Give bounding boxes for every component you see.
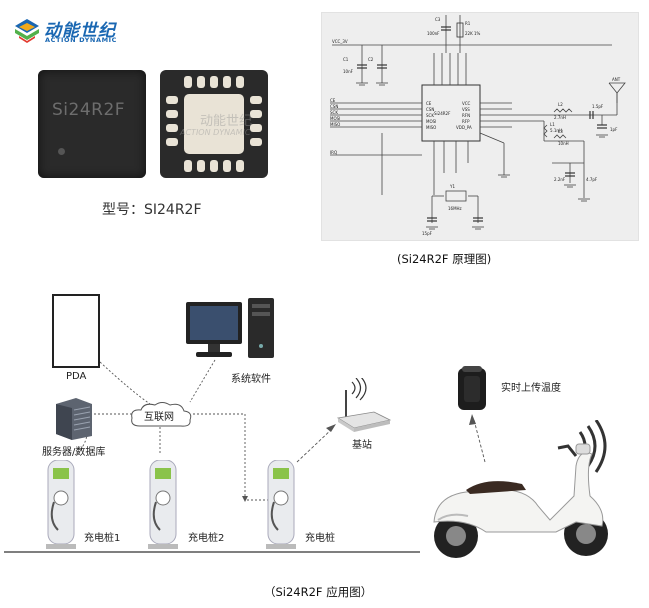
chip-pads-graphic: [166, 76, 262, 172]
sch-val-10nh: 10nH: [558, 141, 569, 146]
sch-val-22k: 22K 1%: [465, 31, 481, 36]
charging-pile-3: [266, 460, 296, 549]
sensor-device-icon: [458, 366, 486, 410]
sch-val-15pf: 1.5pF: [592, 104, 604, 109]
sch-pin-right-0: VCC: [462, 101, 471, 106]
brand-logo-icon: [15, 19, 39, 43]
sch-part-r1: R1: [465, 21, 471, 26]
sch-pin-left-3: MOSI: [426, 119, 436, 124]
chip-model-label: 型号：SI24R2F: [102, 202, 202, 218]
sch-val-100nf: 100nF: [427, 31, 440, 36]
computer-icon: [186, 298, 274, 358]
sch-part-l3: L3: [558, 129, 563, 134]
base-station-label: 基站: [352, 440, 372, 451]
sch-val-47pf: 4.7pF: [586, 177, 598, 182]
sch-part-y1: Y1: [449, 184, 455, 189]
sch-part-c2: C2: [368, 57, 374, 62]
sch-wire-label-1: CSN: [330, 104, 338, 109]
sch-wire-label-2: SCK: [330, 110, 338, 115]
pile2-label: 充电桩2: [188, 533, 225, 544]
schematic-panel: Si24R2F CE CSN SCK MOSI MISO VCC VSS RFN…: [321, 12, 639, 241]
sch-wire-label-4: MISO: [330, 122, 340, 127]
sch-pin-right-1: VSS: [462, 107, 470, 112]
chip-watermark-cn: 动能世纪: [200, 114, 253, 129]
schematic-caption: (Si24R2F 原理图): [397, 252, 492, 266]
ic-label: Si24R2F: [434, 111, 451, 116]
brand-name-en: ACTION DYNAMIC: [45, 36, 118, 44]
chip-bottom-photo: 动能世纪 ACTION DYNAMIC: [160, 70, 268, 178]
pda-label: PDA: [66, 371, 87, 382]
sch-net-ant: ANT: [612, 77, 621, 82]
chip-marking: Si24R2F: [52, 100, 126, 120]
sch-part-l1: L1: [550, 122, 555, 127]
sch-pin-left-2: SCK: [426, 113, 434, 118]
application-caption: （Si24R2F 应用图）: [264, 585, 373, 599]
brand-name-cn: 动能世纪: [44, 21, 116, 41]
sch-part-l2: L2: [558, 102, 563, 107]
sch-wire-label-3: MOSI: [330, 116, 340, 121]
sch-wire-label-0: CE: [330, 98, 336, 103]
pile1-label: 充电桩1: [84, 533, 121, 544]
temp-upload-label: 实时上传温度: [501, 383, 561, 394]
charging-pile-2: [148, 460, 178, 549]
sch-net-vcc: VCC_3V: [332, 39, 348, 44]
sch-part-c3: C3: [435, 17, 441, 22]
pda-device: [52, 294, 100, 368]
sch-pin-right-3: RFP: [462, 119, 470, 124]
sch-pin-left-4: MISO: [426, 125, 436, 130]
sch-val-16mhz: 16MHz: [448, 206, 462, 211]
server-label: 服务器/数据库: [42, 447, 106, 458]
server-icon: [56, 398, 92, 440]
sch-val-1pf: 1pF: [610, 127, 618, 132]
sch-val-10nf: 10nF: [343, 69, 354, 74]
sch-pin-right-2: RFN: [462, 113, 470, 118]
sch-val-51nh: 5.1nH: [550, 128, 562, 133]
pile3-label: 充电桩: [305, 533, 335, 544]
chip-watermark-en: ACTION DYNAMIC: [180, 128, 251, 137]
chip-top-photo: Si24R2F: [38, 70, 146, 178]
sch-pin-left-1: CSN: [426, 107, 434, 112]
internet-label: 互联网: [144, 412, 174, 423]
sch-pin-left-0: CE: [426, 101, 432, 106]
sch-val-22nf: 2.2nF: [554, 177, 566, 182]
charging-pile-1: [46, 460, 76, 549]
cloud-icon: [131, 402, 192, 427]
chip-pin1-dot: [58, 148, 65, 155]
brand-logo: 动能世纪 ACTION DYNAMIC: [14, 16, 134, 46]
sch-net-irq: IRQ: [330, 150, 337, 155]
sch-val-27nh: 2.7nH: [554, 115, 566, 120]
sch-val-15pf-b: 15pF: [422, 231, 433, 236]
sch-pin-right-4: VDD_PA: [456, 125, 472, 130]
software-label: 系统软件: [231, 374, 271, 385]
router-icon: [336, 378, 392, 432]
scooter-image: [433, 443, 608, 558]
schematic-diagram: Si24R2F CE CSN SCK MOSI MISO VCC VSS RFN…: [330, 15, 626, 236]
sch-part-c1: C1: [343, 57, 349, 62]
